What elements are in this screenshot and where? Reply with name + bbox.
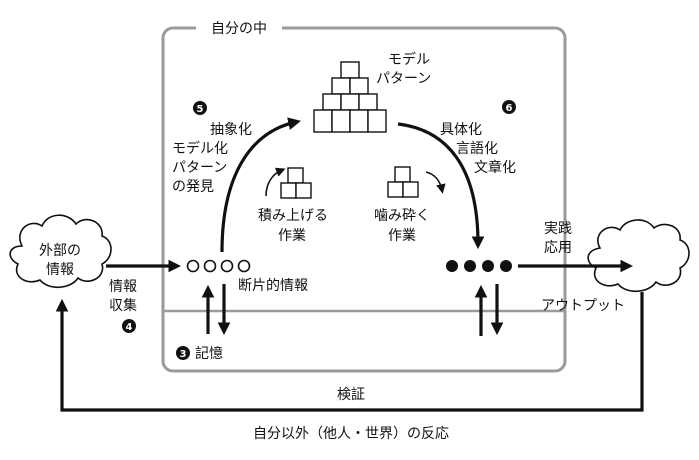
step-6-number: 6 [506, 103, 513, 114]
chewing-label-line1: 噛み砕く [374, 208, 430, 224]
abstraction-label-line2: モデル化 [172, 140, 228, 157]
verification-label: 検証 [337, 387, 365, 403]
feedback-loop-arrow [55, 292, 644, 412]
step-6-badge [502, 100, 516, 114]
chewing-arrow [425, 171, 446, 194]
output-label: アウトプット [541, 298, 625, 314]
pattern-label: パターン [376, 71, 431, 87]
concretization-label-line2: 言語化 [456, 141, 498, 157]
stacking-label-line2: 作業 [278, 228, 306, 244]
abstraction-arrow [220, 117, 302, 253]
concretization-label-line3: 文章化 [474, 159, 516, 176]
self-box-label: 自分の中 [211, 21, 267, 37]
concretization-label-line1: 具体化 [440, 122, 482, 138]
model-label: モデル [388, 51, 430, 68]
external-info-label-line2: 情報 [46, 262, 74, 278]
fragments-label: 断片的情報 [238, 278, 308, 294]
output-cloud [587, 219, 690, 293]
external-info-label-line1: 外部の [39, 243, 81, 259]
stacking-arrow [265, 167, 286, 197]
fragment-circles [186, 259, 251, 273]
collect-label-line2: 収集 [109, 297, 137, 314]
abstraction-label-line4: の発見 [172, 179, 214, 195]
abstraction-label-line1: 抽象化 [210, 122, 252, 138]
output-circles [446, 260, 512, 272]
collect-label-line1: 情報 [109, 279, 137, 295]
chewing-blocks [387, 166, 419, 198]
reaction-label: 自分以外（他人・世界）の反応 [253, 426, 449, 442]
memory-label: 記憶 [195, 345, 223, 362]
stacking-blocks [280, 167, 312, 199]
step-5-number: 5 [197, 104, 204, 115]
model-pattern-pyramid [313, 61, 387, 133]
step-3-number: 3 [180, 349, 187, 360]
abstraction-label-line3: パターン [172, 160, 227, 176]
practice-label-line2: 応用 [544, 240, 572, 256]
practice-label-line1: 実践 [544, 221, 572, 237]
chewing-label-line2: 作業 [388, 228, 416, 244]
step-4-badge [122, 319, 136, 333]
step-4-number: 4 [126, 322, 133, 333]
self-box [161, 26, 567, 373]
step-3-badge [176, 346, 190, 360]
external-info-cloud [9, 214, 112, 289]
stacking-label-line1: 積み上げる [258, 208, 328, 224]
step-5-badge [193, 101, 207, 115]
concretization-arrow [397, 122, 485, 250]
